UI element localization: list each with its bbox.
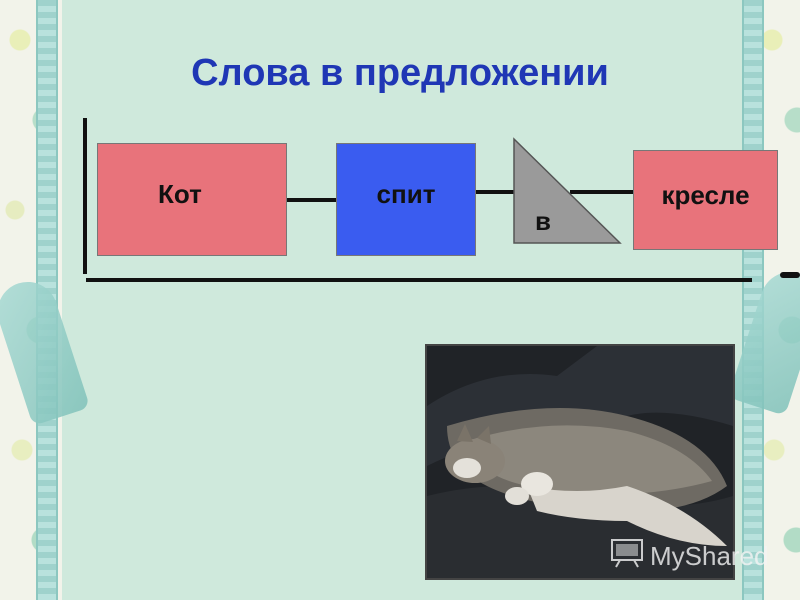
word-object: кресле [661,179,750,210]
slide-title: Слова в предложении [191,52,609,94]
word-box-predicate: спит [336,143,476,256]
sentence-start-line [83,118,87,274]
preposition-triangle [512,137,622,245]
sentence-baseline [86,278,752,282]
word-preposition: в [535,206,551,236]
word-predicate: спит [376,179,436,209]
word-box-subject: Кот [97,143,287,256]
word-box-object: кресле [633,150,778,250]
word-subject: Кот [158,179,202,209]
watermark-text: MyShared [650,541,769,571]
watermark: MyShared [610,538,769,575]
connector-predicate-preposition [476,190,516,194]
sentence-end-dash [780,272,800,278]
sleeping-cat-photo [425,344,735,580]
connector-preposition-object [570,190,633,194]
cat-illustration [427,346,733,578]
connector-subject-predicate [287,198,336,202]
projector-icon [610,538,644,575]
